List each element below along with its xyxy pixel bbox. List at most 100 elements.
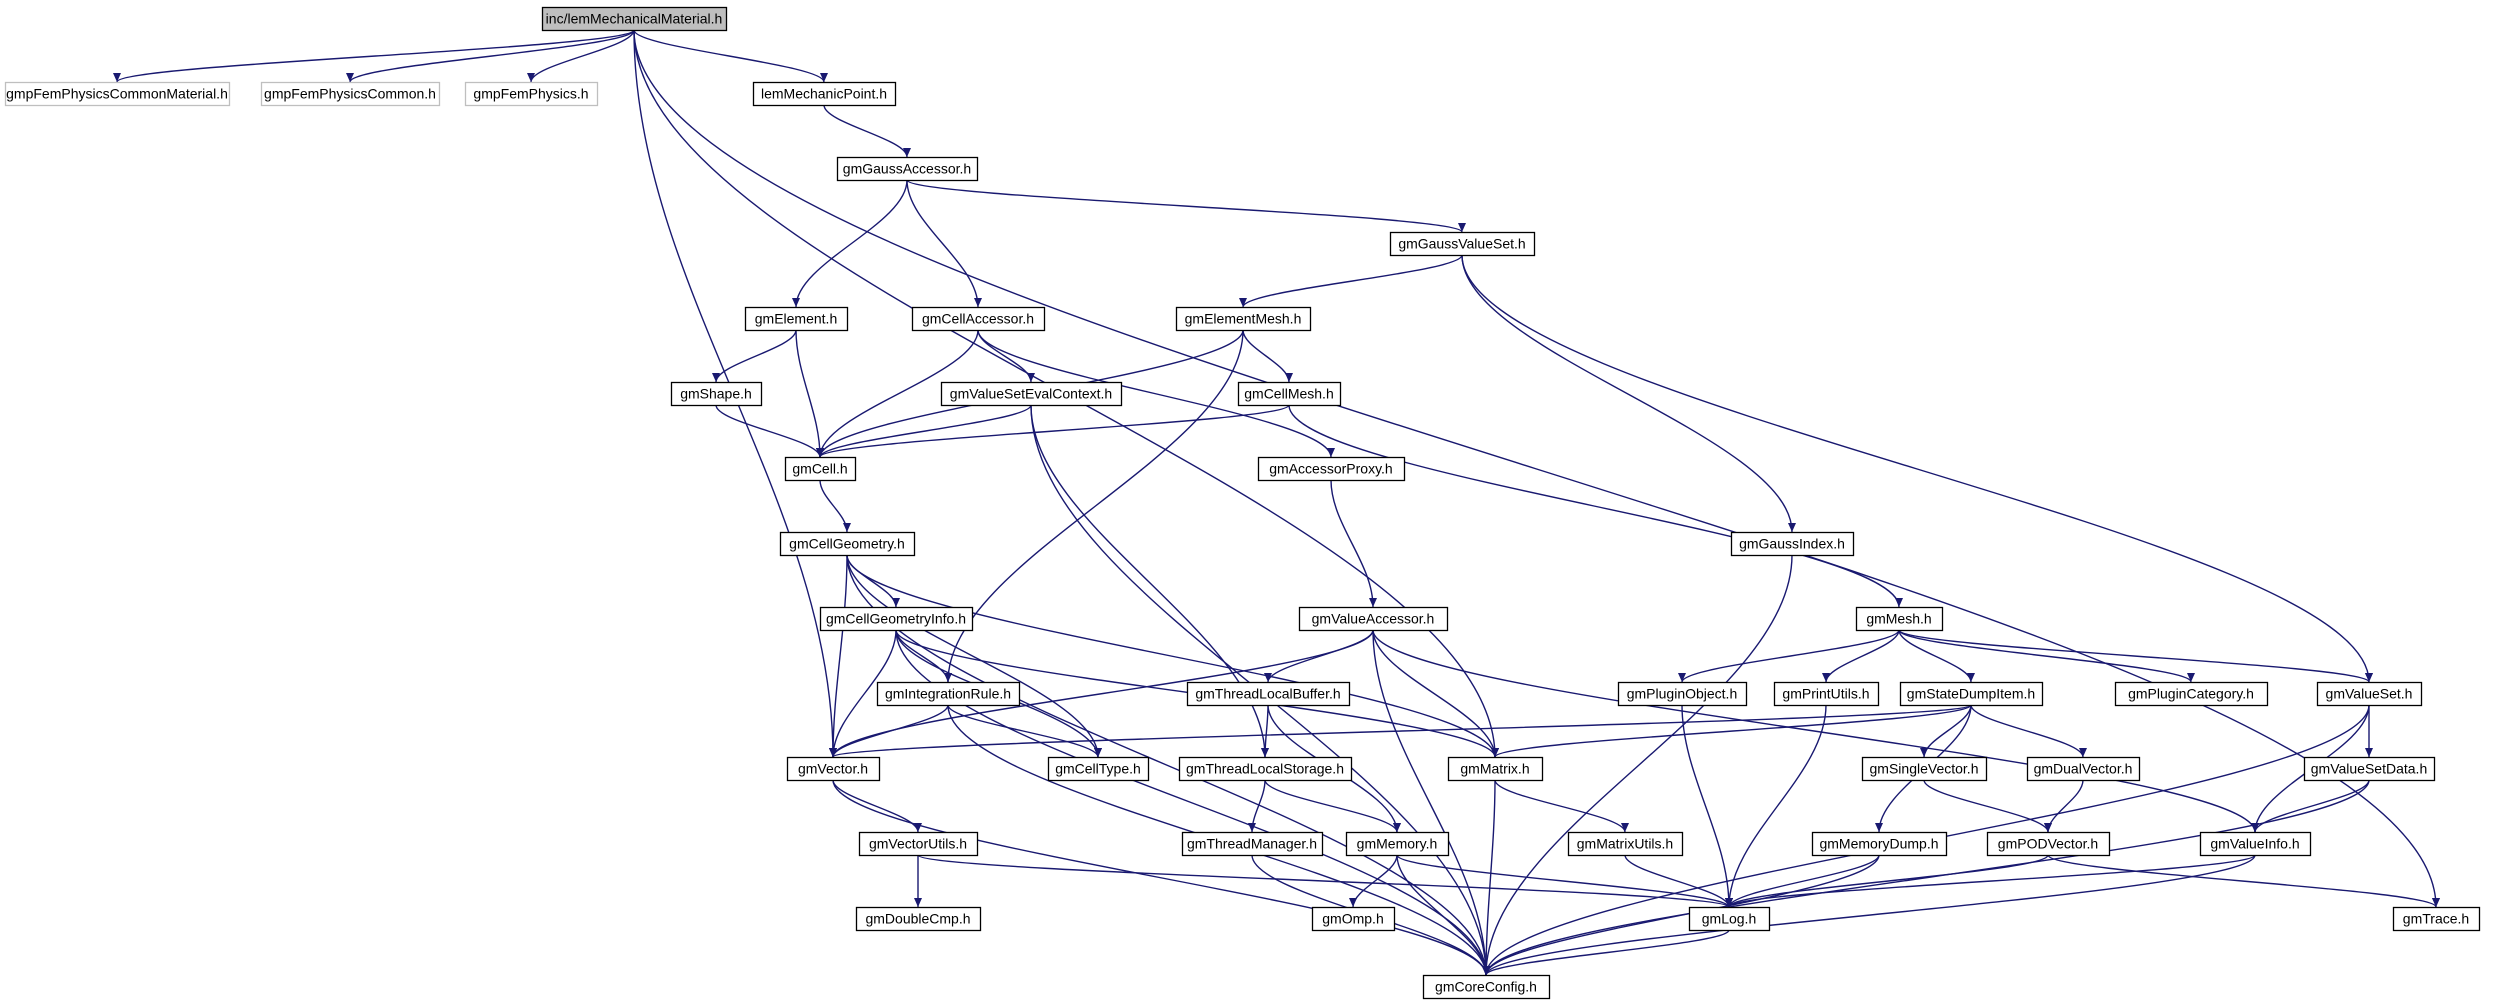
node-box: [1688, 906, 1771, 932]
node-vectorUtils[interactable]: gmVectorUtils.h: [858, 831, 979, 857]
node-box: [1389, 231, 1536, 257]
node-label: gmpFemPhysicsCommonMaterial.h: [6, 86, 228, 102]
node-doubleCmp[interactable]: gmDoubleCmp.h: [855, 906, 982, 932]
edge-root-to-femPhysics: [527, 29, 635, 83]
node-trace[interactable]: gmTrace.h: [2392, 906, 2481, 932]
node-box: [670, 381, 763, 407]
node-label: gmSingleVector.h: [1870, 761, 1979, 777]
node-cellType[interactable]: gmCellType.h: [1047, 756, 1150, 782]
node-log[interactable]: gmLog.h: [1688, 906, 1771, 932]
node-valueSet[interactable]: gmValueSet.h: [2316, 681, 2423, 707]
node-box: [786, 756, 881, 782]
node-box: [1617, 681, 1748, 707]
node-valueInfo[interactable]: gmValueInfo.h: [2199, 831, 2312, 857]
node-dualVector[interactable]: gmDualVector.h: [2026, 756, 2141, 782]
node-label: gmGaussIndex.h: [1739, 536, 1845, 552]
edge-singleVector-to-podVector: [1923, 779, 2052, 833]
node-label: gmOmp.h: [1322, 911, 1383, 927]
node-label: gmCellType.h: [1055, 761, 1141, 777]
node-label: gmMemory.h: [1357, 836, 1438, 852]
node-threadLocalBuffer[interactable]: gmThreadLocalBuffer.h: [1186, 681, 1351, 707]
edge-podVector-to-log: [1725, 854, 2049, 908]
node-label: gmMesh.h: [1866, 611, 1931, 627]
node-cellGeometryInfo[interactable]: gmCellGeometryInfo.h: [819, 606, 974, 632]
node-label: gmTrace.h: [2403, 911, 2469, 927]
edge-elementMesh-to-cellMesh: [1242, 329, 1293, 383]
node-box: [1047, 756, 1150, 782]
edge-valueAccessor-to-matrix: [1372, 629, 1499, 758]
node-commonMaterial: gmpFemPhysicsCommonMaterial.h: [4, 81, 231, 107]
node-threadLocalStorage[interactable]: gmThreadLocalStorage.h: [1178, 756, 1353, 782]
node-label: gmAccessorProxy.h: [1269, 461, 1392, 477]
edge-podVector-to-trace: [2047, 854, 2440, 908]
node-element[interactable]: gmElement.h: [744, 306, 849, 332]
edge-gaussValueSet-to-gaussIndex: [1461, 254, 1796, 533]
node-label: gmThreadLocalBuffer.h: [1195, 686, 1340, 702]
node-valueAccessor[interactable]: gmValueAccessor.h: [1298, 606, 1449, 632]
edge-valueAccessor-to-threadLocalBuffer: [1264, 629, 1374, 683]
edge-gaussAccessor-to-cellAccessor: [906, 179, 982, 308]
node-podVector[interactable]: gmPODVector.h: [1986, 831, 2111, 857]
node-box: [744, 306, 849, 332]
edge-mesh-to-valueSet: [1898, 629, 2373, 683]
node-box: [1186, 681, 1351, 707]
edge-layer: [113, 29, 2440, 976]
node-box: [1257, 456, 1406, 482]
edge-matrix-to-matrixUtils: [1494, 779, 1629, 833]
edge-cellAccessor-to-valueSetEval: [977, 329, 1035, 383]
edge-cellGeometry-to-matrix: [846, 554, 1499, 758]
node-label: gmCellMesh.h: [1244, 386, 1333, 402]
node-label: gmElementMesh.h: [1185, 311, 1302, 327]
node-box: [1422, 974, 1551, 1000]
node-gaussAccessor[interactable]: gmGaussAccessor.h: [836, 156, 979, 182]
edge-memory-to-coreConfig: [1396, 854, 1490, 976]
node-memory[interactable]: gmMemory.h: [1345, 831, 1450, 857]
node-box: [2026, 756, 2141, 782]
node-label: gmLog.h: [1702, 911, 1756, 927]
node-valueSetData[interactable]: gmValueSetData.h: [2303, 756, 2436, 782]
node-box: [1345, 831, 1450, 857]
node-vector[interactable]: gmVector.h: [786, 756, 881, 782]
edge-vector-to-vectorUtils: [832, 779, 922, 833]
node-box: [858, 831, 979, 857]
edge-log-to-coreConfig: [1482, 929, 1730, 976]
node-omp[interactable]: gmOmp.h: [1311, 906, 1396, 932]
edge-cellGeometry-to-vector: [829, 554, 848, 758]
node-cellGeometry[interactable]: gmCellGeometry.h: [779, 531, 916, 557]
node-matrixUtils[interactable]: gmMatrixUtils.h: [1567, 831, 1684, 857]
node-box: [2392, 906, 2481, 932]
node-memoryDump[interactable]: gmMemoryDump.h: [1811, 831, 1948, 857]
node-cellMesh[interactable]: gmCellMesh.h: [1237, 381, 1342, 407]
node-pluginObject[interactable]: gmPluginObject.h: [1617, 681, 1748, 707]
node-label: gmDoubleCmp.h: [865, 911, 970, 927]
node-matrix[interactable]: gmMatrix.h: [1447, 756, 1544, 782]
node-label: gmDualVector.h: [2034, 761, 2133, 777]
node-shape[interactable]: gmShape.h: [670, 381, 763, 407]
node-label: gmValueInfo.h: [2210, 836, 2299, 852]
edge-memory-to-omp: [1349, 854, 1398, 908]
node-mesh[interactable]: gmMesh.h: [1855, 606, 1944, 632]
edge-cellGeometryInfo-to-coreConfig: [895, 629, 1490, 976]
node-box: [1175, 306, 1312, 332]
node-printUtils[interactable]: gmPrintUtils.h: [1773, 681, 1880, 707]
node-elementMesh[interactable]: gmElementMesh.h: [1175, 306, 1312, 332]
node-label: gmCellGeometryInfo.h: [826, 611, 966, 627]
node-label: gmVector.h: [798, 761, 868, 777]
node-valueSetEval[interactable]: gmValueSetEvalContext.h: [940, 381, 1123, 407]
node-box: [2199, 831, 2312, 857]
node-label: inc/lemMechanicalMaterial.h: [546, 11, 723, 27]
node-gaussIndex[interactable]: gmGaussIndex.h: [1730, 531, 1855, 557]
node-accessorProxy[interactable]: gmAccessorProxy.h: [1257, 456, 1406, 482]
node-mechanicPoint[interactable]: lemMechanicPoint.h: [752, 81, 897, 107]
node-integrationRule[interactable]: gmIntegrationRule.h: [876, 681, 1021, 707]
edge-mesh-to-stateDumpItem: [1898, 629, 1975, 683]
node-coreConfig[interactable]: gmCoreConfig.h: [1422, 974, 1551, 1000]
node-gaussValueSet[interactable]: gmGaussValueSet.h: [1389, 231, 1536, 257]
node-threadManager[interactable]: gmThreadManager.h: [1181, 831, 1324, 857]
node-singleVector[interactable]: gmSingleVector.h: [1861, 756, 1988, 782]
node-stateDumpItem[interactable]: gmStateDumpItem.h: [1899, 681, 2044, 707]
node-cell[interactable]: gmCell.h: [784, 456, 857, 482]
node-cellAccessor[interactable]: gmCellAccessor.h: [911, 306, 1046, 332]
node-box: [1855, 606, 1944, 632]
node-pluginCategory[interactable]: gmPluginCategory.h: [2114, 681, 2269, 707]
